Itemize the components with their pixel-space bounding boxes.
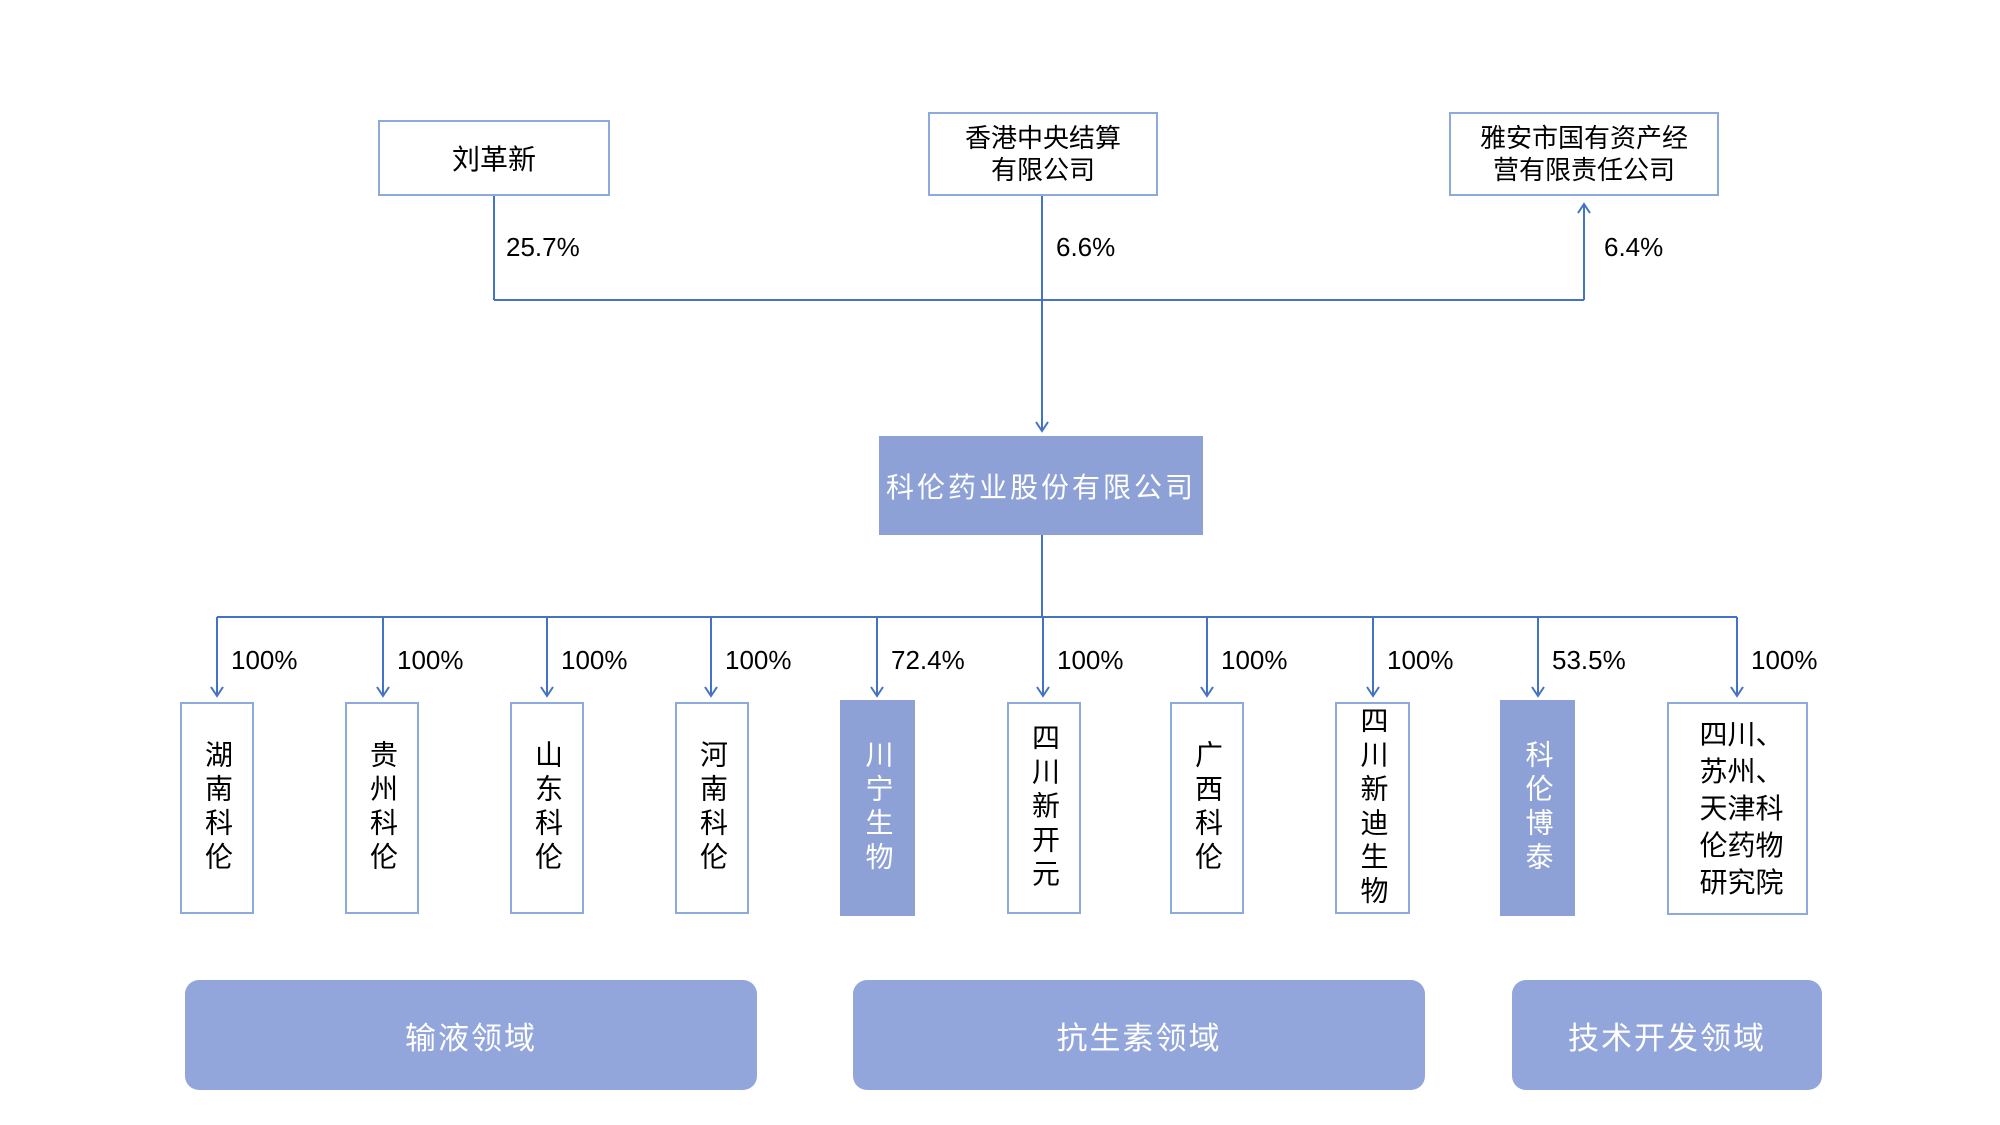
stake-label-guangxi: 100% (1221, 645, 1288, 675)
segment-tech-development: 技术开发领域 (1512, 980, 1822, 1090)
stake-label-xindi: 100% (1387, 645, 1454, 675)
subsidiary-henan-kelun: 河南科伦 (675, 702, 749, 914)
subsidiary-sichuan-xindi-bio: 四川新迪生物 (1335, 702, 1410, 914)
stake-label-yaan: 6.4% (1604, 232, 1664, 262)
subsidiary-shandong-kelun: 山东科伦 (510, 702, 584, 914)
stake-label-hunan: 100% (231, 645, 298, 675)
subsidiary-kelun-botai: 科伦博泰 (1500, 700, 1575, 916)
segment-infusion: 输液领域 (185, 980, 757, 1090)
stake-label-guizhou: 100% (397, 645, 464, 675)
segment-antibiotics: 抗生素领域 (853, 980, 1425, 1090)
subsidiary-hunan-kelun: 湖南科伦 (180, 702, 254, 914)
subsidiary-research-institutes: 四川、 苏州、 天津科 伦药物 研究院 (1667, 702, 1808, 915)
stake-label-liugexin: 25.7% (506, 232, 580, 262)
subsidiary-chuanning-bio: 川宁生物 (840, 700, 915, 916)
parent-company-box: 科伦药业股份有限公司 (879, 436, 1203, 535)
stake-label-botai: 53.5% (1552, 645, 1626, 675)
stake-label-hkscc: 6.6% (1056, 232, 1116, 262)
subsidiary-guangxi-kelun: 广西科伦 (1170, 702, 1244, 914)
stake-label-henan: 100% (725, 645, 792, 675)
subsidiary-guizhou-kelun: 贵州科伦 (345, 702, 419, 914)
stake-label-chuanning: 72.4% (891, 645, 965, 675)
shareholder-liugexin: 刘革新 (378, 120, 610, 196)
stake-label-xinkaiyuan: 100% (1057, 645, 1124, 675)
stake-label-shandong: 100% (561, 645, 628, 675)
subsidiary-sichuan-xinkaiyuan: 四川新开元 (1007, 702, 1081, 914)
shareholder-yaan-state-assets: 雅安市国有资产经 营有限责任公司 (1449, 112, 1719, 196)
shareholder-hkscc: 香港中央结算 有限公司 (928, 112, 1158, 196)
stake-label-institutes: 100% (1751, 645, 1818, 675)
